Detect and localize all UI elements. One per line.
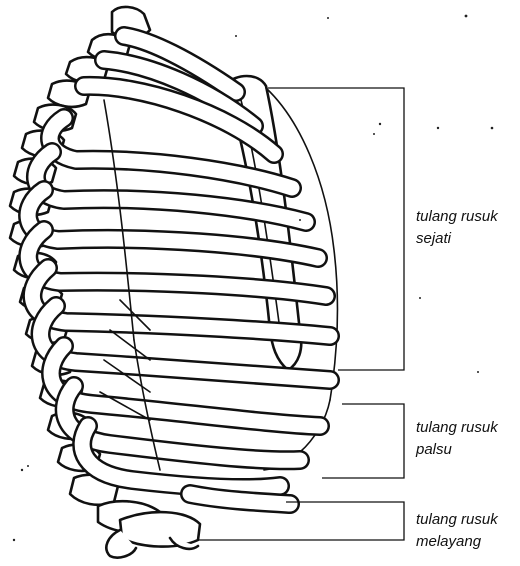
label-true-ribs: tulang rusuk sejati [416,208,499,247]
label-false-ribs-line1: tulang rusuk [416,419,499,436]
label-floating-ribs-line2: melayang [416,533,482,550]
label-floating-ribs: tulang rusuk melayang [416,511,499,550]
bracket-false-ribs [322,404,404,478]
label-false-ribs-line2: palsu [415,441,453,458]
label-false-ribs: tulang rusuk palsu [415,419,499,458]
label-floating-ribs-line1: tulang rusuk [416,511,499,528]
label-true-ribs-line2: sejati [416,230,452,247]
label-true-ribs-line1: tulang rusuk [416,208,499,225]
